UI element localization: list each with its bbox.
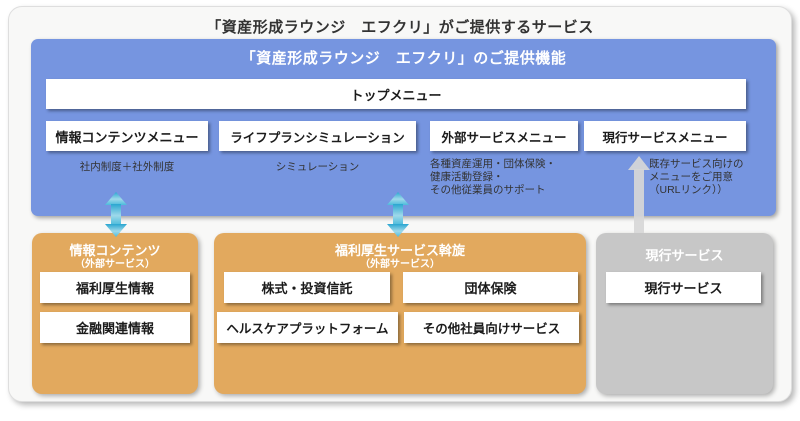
section-current-services: 現行サービス 現行サービス (596, 233, 773, 394)
note-current-services: 既存サービス向けの メニューをご用意 （URLリンク）） (649, 158, 744, 196)
note-external-services: 各種資産運用・団体保険・ 健康活動登録・ その他従業員のサポート (430, 158, 556, 196)
item-box-other-employee-services: その他社員向けサービス (404, 312, 579, 343)
double-arrow-icon (387, 192, 409, 237)
section-info-contents: 情報コンテンツ （外部サービス） 福利厚生情報 金融関連情報 (32, 233, 198, 394)
up-arrow-icon (628, 156, 650, 233)
top-menu-box: トップメニュー (46, 79, 746, 109)
menu-box-current-services: 現行サービスメニュー (584, 121, 746, 151)
item-box-welfare-info: 福利厚生情報 (40, 272, 190, 303)
item-box-healthcare-platform: ヘルスケアプラットフォーム (217, 312, 398, 343)
item-box-stocks-funds: 株式・投資信託 (224, 272, 390, 303)
section-title: 福利厚生サービス斡旋 (334, 243, 465, 258)
outer-panel: 「資産形成ラウンジ エフクリ」がご提供するサービス 「資産形成ラウンジ エフクリ… (8, 6, 792, 402)
section-title: 情報コンテンツ (69, 243, 161, 258)
item-box-current-service: 現行サービス (606, 272, 761, 303)
menu-box-lifeplan-simulation: ライフプランシミュレーション (219, 121, 416, 151)
item-box-financial-info: 金融関連情報 (40, 312, 190, 343)
note-info-contents: 社内制度＋社外制度 (79, 161, 175, 173)
page-title: 「資産形成ラウンジ エフクリ」がご提供するサービス (206, 19, 594, 36)
section-subtitle: （外部サービス） (360, 259, 440, 270)
section-title: 現行サービス (645, 248, 724, 263)
note-lifeplan-simulation: シミュレーション (275, 161, 360, 173)
double-arrow-icon (105, 192, 127, 237)
menu-box-info-contents: 情報コンテンツメニュー (46, 121, 208, 151)
section-subtitle: （外部サービス） (75, 259, 155, 270)
section-welfare-services: 福利厚生サービス斡旋 （外部サービス） 株式・投資信託 団体保険 ヘルスケアプラ… (214, 233, 586, 394)
features-panel: 「資産形成ラウンジ エフクリ」のご提供機能 トップメニュー 情報コンテンツメニュ… (31, 39, 776, 216)
features-header: 「資産形成ラウンジ エフクリ」のご提供機能 (240, 50, 567, 67)
item-box-group-insurance: 団体保険 (403, 272, 578, 303)
menu-box-external-services: 外部サービスメニュー (430, 121, 578, 151)
